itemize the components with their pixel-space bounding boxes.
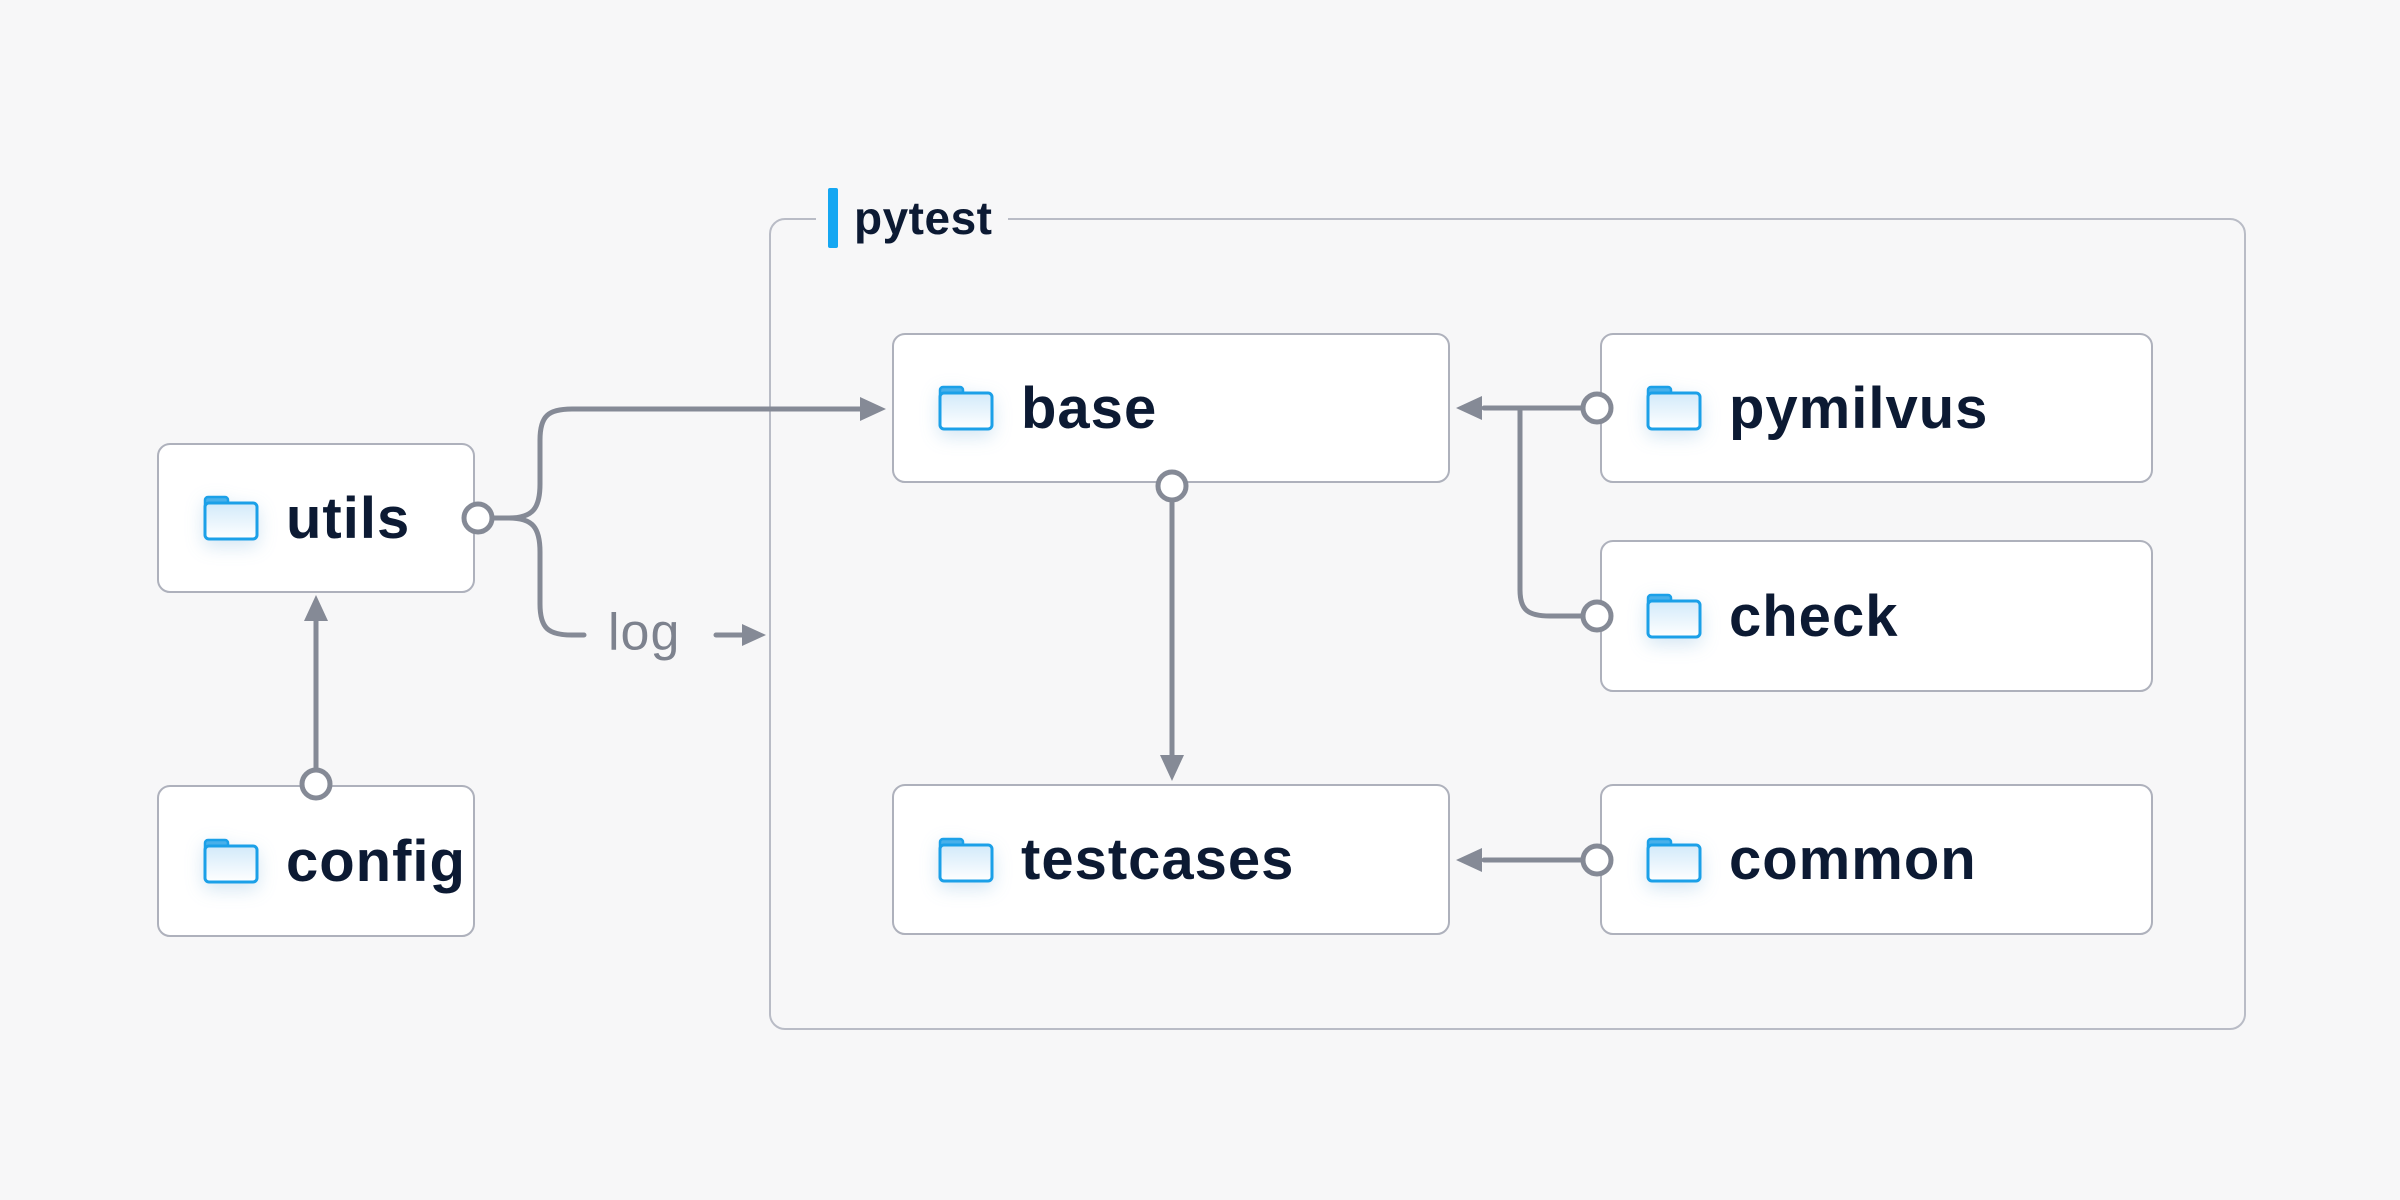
pytest-container-label: pytest	[816, 182, 1009, 254]
folder-icon	[203, 838, 259, 884]
node-common: common	[1600, 784, 2153, 935]
node-utils: utils	[157, 443, 475, 593]
node-label: config	[286, 828, 466, 894]
node-config: config	[157, 785, 475, 937]
node-pymilvus: pymilvus	[1600, 333, 2153, 483]
edge-config-to-utils	[304, 595, 328, 773]
pytest-container-title: pytest	[854, 192, 993, 244]
node-label: testcases	[1021, 827, 1295, 892]
folder-icon	[203, 495, 259, 541]
node-testcases: testcases	[892, 784, 1450, 935]
node-base: base	[892, 333, 1450, 483]
node-label: base	[1021, 375, 1158, 441]
node-label: utils	[286, 485, 411, 551]
edge-label-log: log	[608, 603, 681, 662]
node-label: common	[1729, 827, 1977, 892]
folder-icon	[1646, 385, 1702, 431]
node-check: check	[1600, 540, 2153, 692]
node-label: check	[1729, 583, 1899, 649]
accent-bar	[828, 188, 838, 248]
pytest-container	[769, 218, 2246, 1030]
folder-icon	[938, 837, 994, 882]
folder-icon	[1646, 837, 1702, 882]
node-label: pymilvus	[1729, 375, 1989, 441]
folder-icon	[938, 385, 994, 431]
folder-icon	[1646, 593, 1702, 639]
